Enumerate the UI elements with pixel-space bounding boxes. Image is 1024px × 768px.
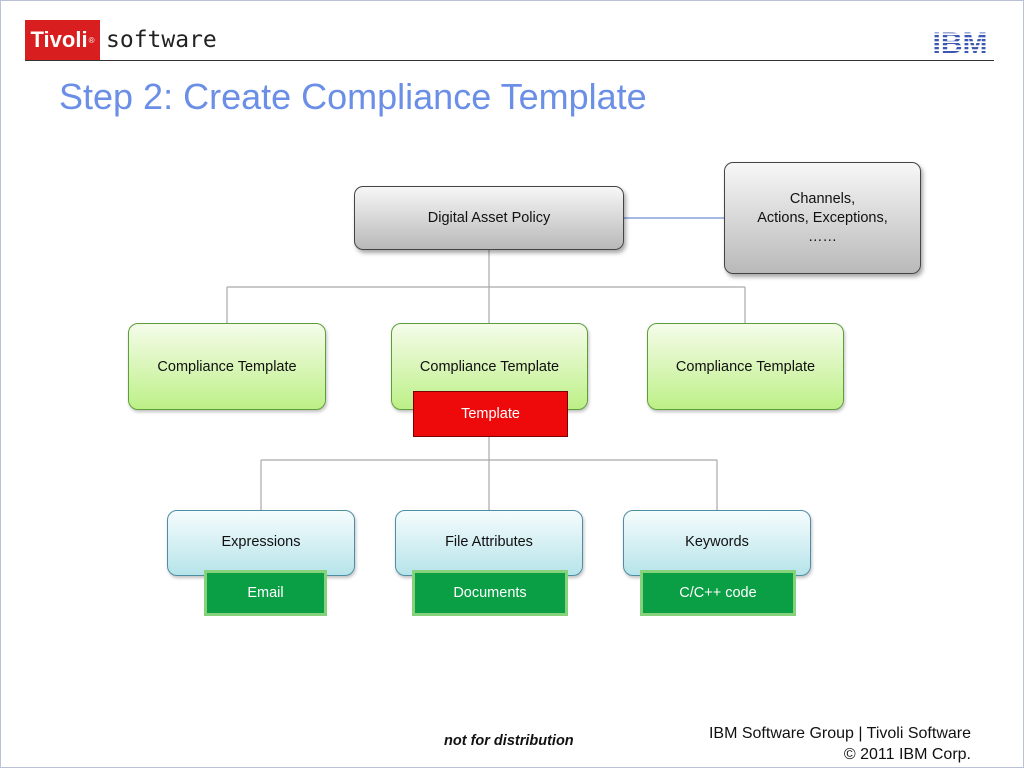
expressions-node: Expressions xyxy=(167,510,355,576)
side-note-line-1: Channels, xyxy=(789,190,856,207)
file-attributes-node: File Attributes xyxy=(395,510,583,576)
footer-copyright: © 2011 IBM Corp. xyxy=(843,746,971,763)
side-note-line-2: Actions, Exceptions, xyxy=(757,209,888,226)
slide-title: Step 2: Create Compliance Template xyxy=(59,76,647,117)
policy-node: Digital Asset Policy xyxy=(354,186,624,250)
template-tag: Template xyxy=(413,391,568,437)
side-note-node: Channels, Actions, Exceptions, …… xyxy=(724,162,921,274)
tivoli-software-logo: Tivoli® software xyxy=(25,20,217,60)
email-tag: Email xyxy=(204,570,327,616)
distribution-notice: not for distribution xyxy=(444,733,574,749)
tivoli-brand-text: Tivoli xyxy=(30,27,88,52)
tivoli-logo-box: Tivoli® xyxy=(25,20,100,60)
software-word: software xyxy=(106,27,217,53)
header-rule xyxy=(25,60,994,61)
ibm-logo: IBM xyxy=(933,27,988,55)
documents-tag: Documents xyxy=(412,570,568,616)
compliance-template-node: Compliance Template xyxy=(128,323,326,410)
footer-credits: IBM Software Group | Tivoli Software © 2… xyxy=(709,723,971,765)
ibm-logo-text: IBM xyxy=(933,27,988,55)
compliance-template-node: Compliance Template xyxy=(647,323,844,410)
footer-group: IBM Software Group | Tivoli Software xyxy=(708,725,971,742)
registered-mark: ® xyxy=(88,35,95,45)
side-note-line-3: …… xyxy=(808,228,837,245)
keywords-node: Keywords xyxy=(623,510,811,576)
cpp-code-tag: C/C++ code xyxy=(640,570,796,616)
